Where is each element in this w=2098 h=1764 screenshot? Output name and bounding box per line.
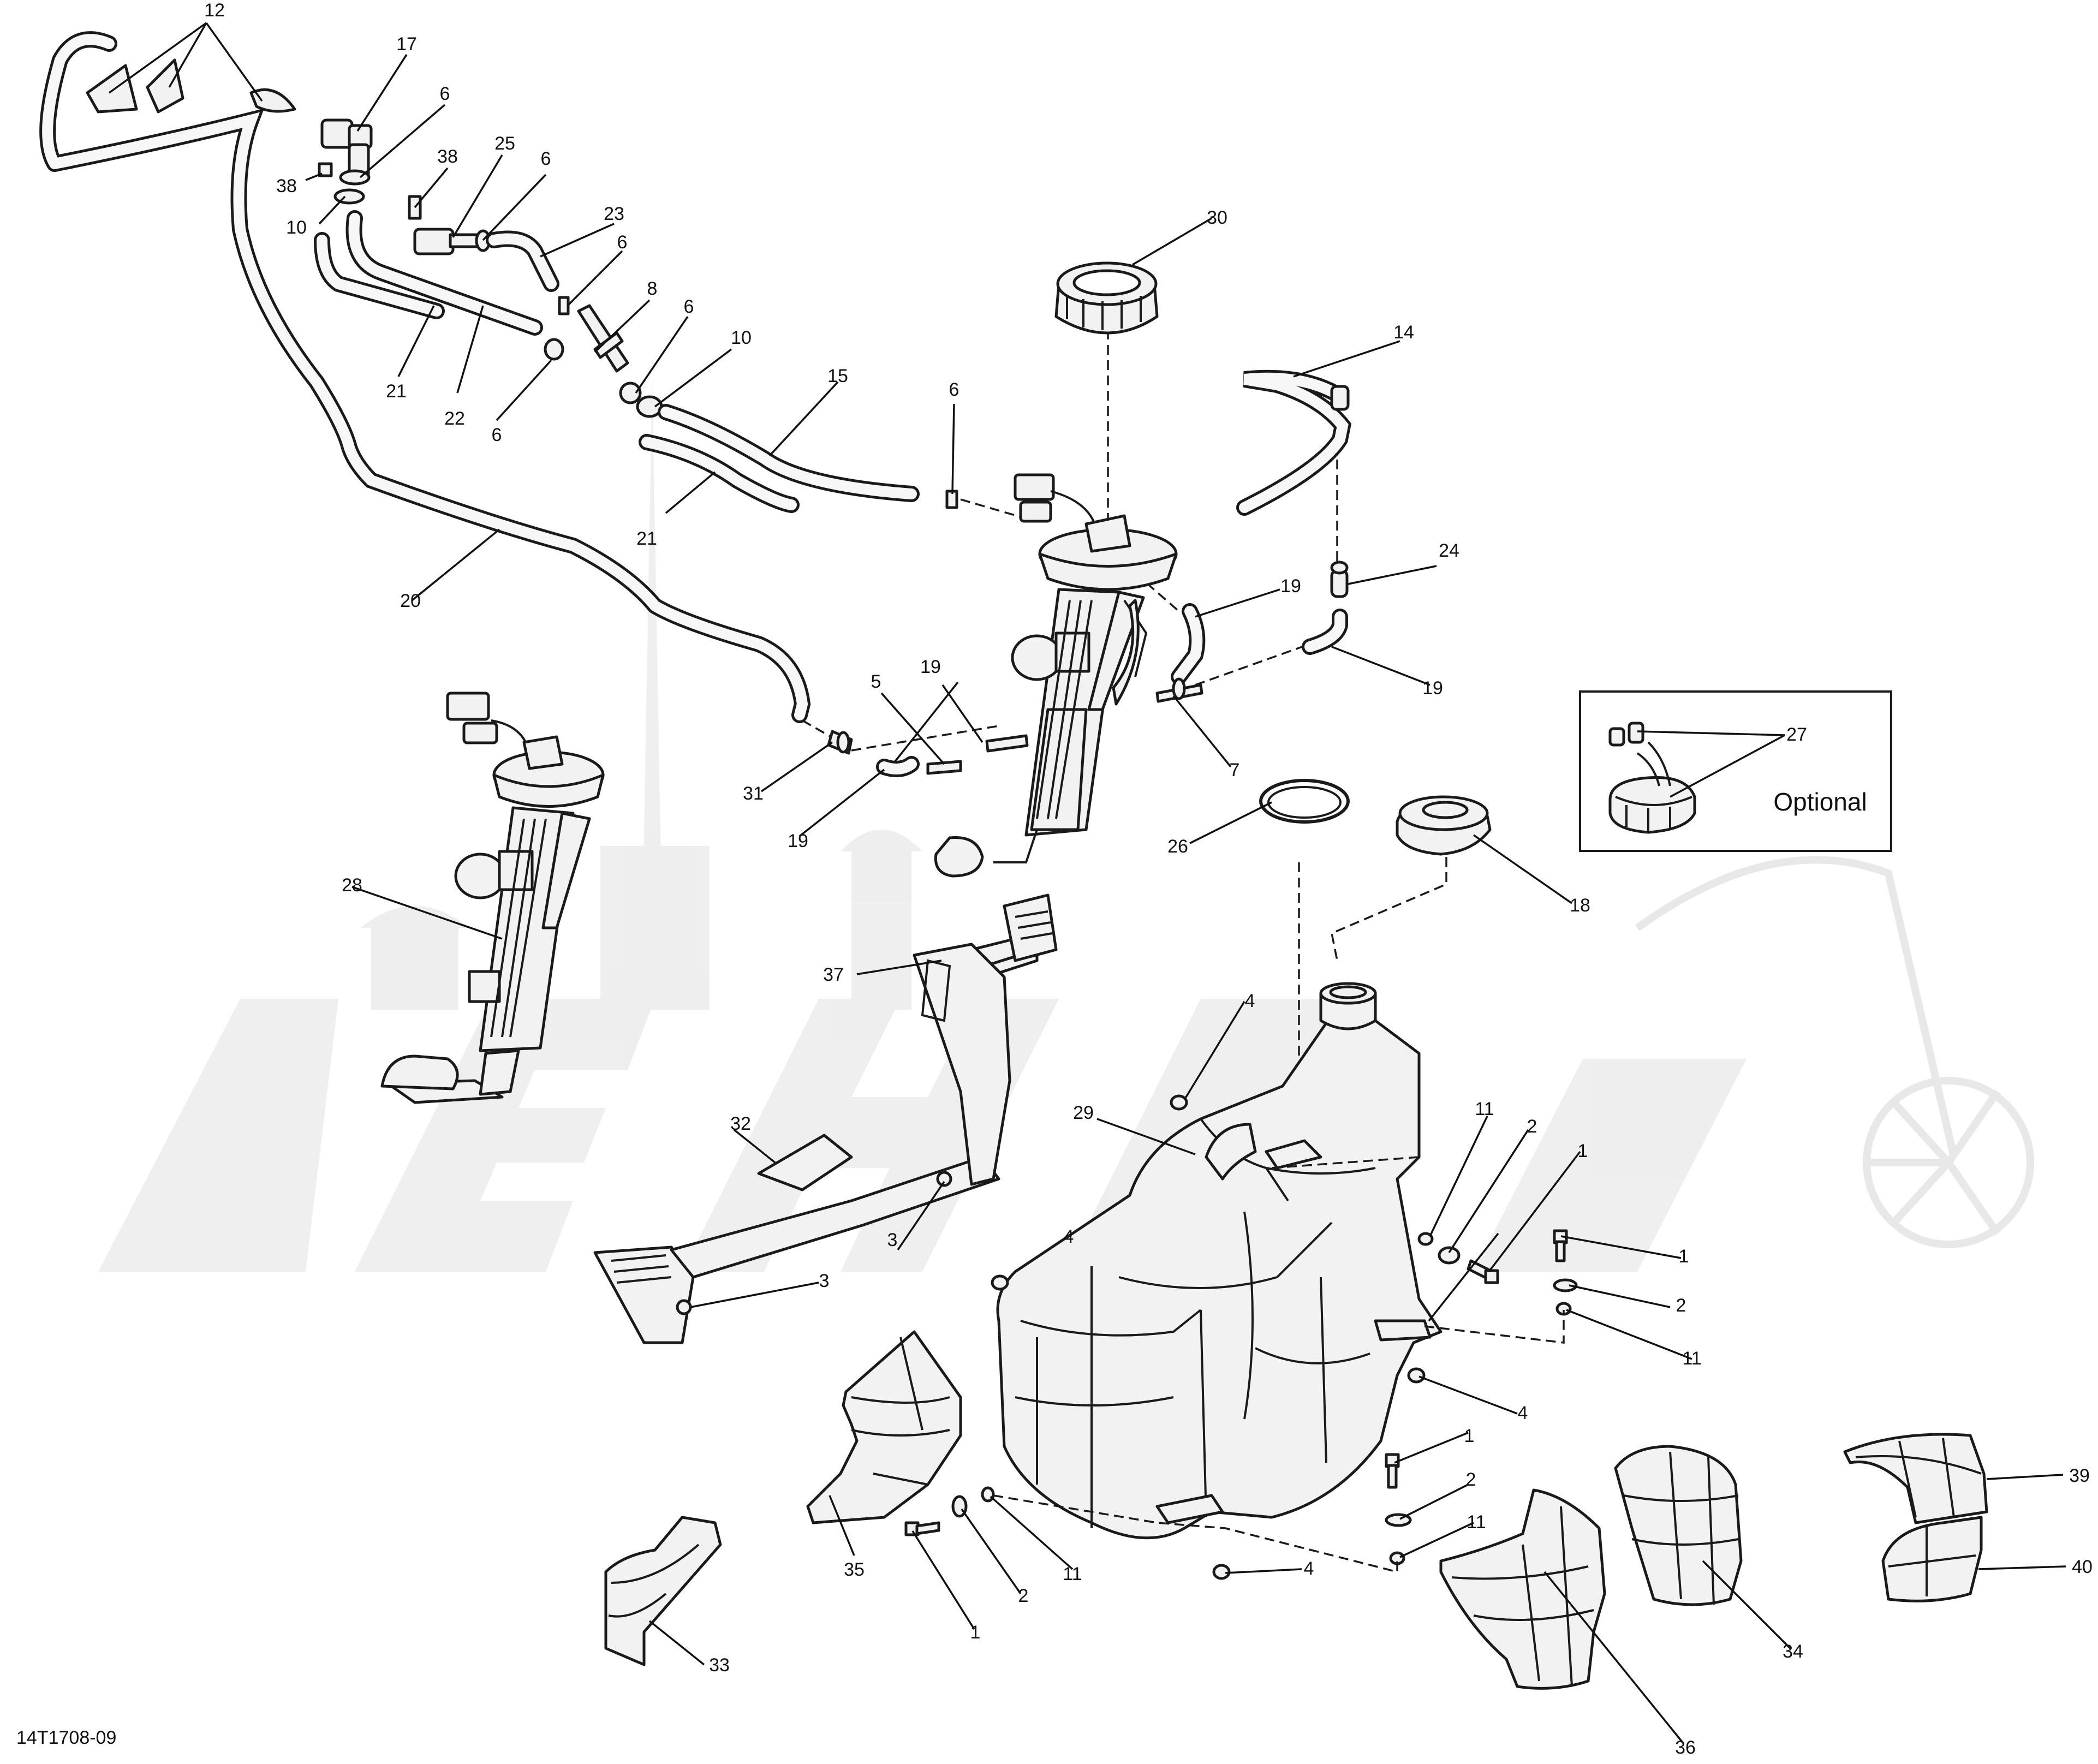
ring-seal-26 — [1259, 779, 1350, 824]
callout-3: 3 — [819, 1271, 830, 1291]
callout-34: 34 — [1783, 1641, 1803, 1662]
callout-31: 31 — [743, 783, 764, 804]
callout-6: 6 — [684, 296, 694, 317]
callout-2: 2 — [1527, 1116, 1537, 1137]
callout-21: 21 — [636, 528, 657, 549]
callout-20: 20 — [400, 591, 421, 611]
cover-39 — [1843, 1433, 1988, 1524]
callout-8: 8 — [647, 278, 658, 299]
optional-box: Optional — [1579, 690, 1892, 852]
heat-shield-33 — [604, 1516, 722, 1666]
callout-21: 21 — [386, 381, 407, 402]
callout-11: 11 — [1467, 1512, 1486, 1533]
fuel-pump-module-left — [380, 692, 605, 1104]
callout-15: 15 — [827, 366, 848, 386]
callout-40: 40 — [2072, 1557, 2093, 1577]
callout-5: 5 — [871, 671, 881, 692]
callout-18: 18 — [1570, 895, 1590, 916]
callout-37: 37 — [823, 964, 844, 985]
connectors-small — [827, 677, 1203, 775]
callout-35: 35 — [844, 1559, 865, 1580]
callout-26: 26 — [1167, 836, 1188, 857]
callout-2: 2 — [1466, 1469, 1476, 1490]
callout-12: 12 — [204, 0, 225, 21]
callout-38: 38 — [437, 146, 458, 167]
callout-6: 6 — [440, 84, 450, 104]
callout-10: 10 — [731, 327, 752, 348]
callout-24: 24 — [1439, 540, 1459, 561]
callout-25: 25 — [494, 133, 515, 154]
vent-tube-14 — [1236, 370, 1352, 516]
fuel-tank-29 — [996, 982, 1443, 1540]
callout-30: 30 — [1207, 207, 1227, 228]
callout-17: 17 — [396, 34, 417, 55]
lock-ring-30 — [1054, 261, 1159, 335]
callout-10: 10 — [286, 217, 307, 238]
hoses-21-22-upper — [314, 210, 543, 336]
callout-2: 2 — [1676, 1295, 1686, 1316]
callout-19: 19 — [1280, 576, 1301, 597]
callout-2: 2 — [1018, 1586, 1029, 1606]
callout-1: 1 — [1679, 1246, 1689, 1267]
callout-6: 6 — [617, 232, 628, 253]
drawing-number: 14T1708-09 — [16, 1727, 116, 1748]
callout-6: 6 — [541, 148, 551, 169]
callout-14: 14 — [1393, 322, 1414, 343]
callout-27: 27 — [1786, 724, 1807, 745]
callout-1: 1 — [1464, 1426, 1475, 1446]
clip-12-parts — [86, 58, 296, 114]
heat-shield-36 — [1439, 1488, 1606, 1690]
assembly-lines-lower — [993, 1156, 1565, 1574]
callout-39: 39 — [2069, 1465, 2090, 1486]
callout-4: 4 — [1304, 1558, 1314, 1579]
callout-19: 19 — [788, 831, 808, 851]
callout-6: 6 — [949, 379, 959, 400]
vent-hose-20 — [39, 31, 811, 723]
callout-1: 1 — [1578, 1141, 1588, 1161]
leader-lines — [108, 22, 2066, 1745]
callout-4: 4 — [1064, 1226, 1074, 1247]
bracket-32 — [593, 943, 1011, 1344]
callout-7: 7 — [1230, 760, 1240, 780]
hose-21-middle — [639, 434, 800, 513]
callout-19: 19 — [1422, 678, 1443, 699]
callout-4: 4 — [1518, 1403, 1528, 1423]
valve-24 — [1330, 561, 1349, 598]
callout-3: 3 — [887, 1230, 898, 1250]
heat-shield-35 — [806, 1330, 962, 1524]
fuel-pump-module-center — [934, 473, 1178, 878]
hoses-19 — [876, 603, 1348, 777]
callout-38: 38 — [276, 176, 297, 196]
callout-19: 19 — [920, 657, 941, 677]
callout-11: 11 — [1475, 1099, 1494, 1119]
fuel-cap-18 — [1396, 795, 1492, 856]
callout-11: 11 — [1063, 1564, 1082, 1584]
hose-23 — [486, 230, 559, 292]
callout-36: 36 — [1675, 1737, 1696, 1758]
hose-15 — [658, 404, 920, 502]
callout-32: 32 — [730, 1113, 751, 1134]
callout-1: 1 — [970, 1622, 981, 1643]
callout-23: 23 — [604, 204, 624, 224]
fitting-25 — [413, 228, 491, 255]
optional-label: Optional — [1773, 788, 1867, 816]
callout-28: 28 — [342, 875, 362, 896]
callout-11: 11 — [1682, 1348, 1701, 1369]
cover-40 — [1881, 1516, 1983, 1602]
connector-8 — [544, 296, 663, 418]
callout-29: 29 — [1073, 1102, 1094, 1123]
callout-4: 4 — [1245, 991, 1255, 1011]
heat-shield-34 — [1614, 1445, 1743, 1606]
callout-labels: 12 17 6 38 10 38 25 6 23 6 8 6 10 21 22 … — [204, 0, 2093, 1758]
callout-22: 22 — [444, 408, 465, 429]
callout-33: 33 — [709, 1655, 730, 1676]
callout-6: 6 — [492, 425, 502, 445]
fitting-17 — [318, 118, 422, 220]
